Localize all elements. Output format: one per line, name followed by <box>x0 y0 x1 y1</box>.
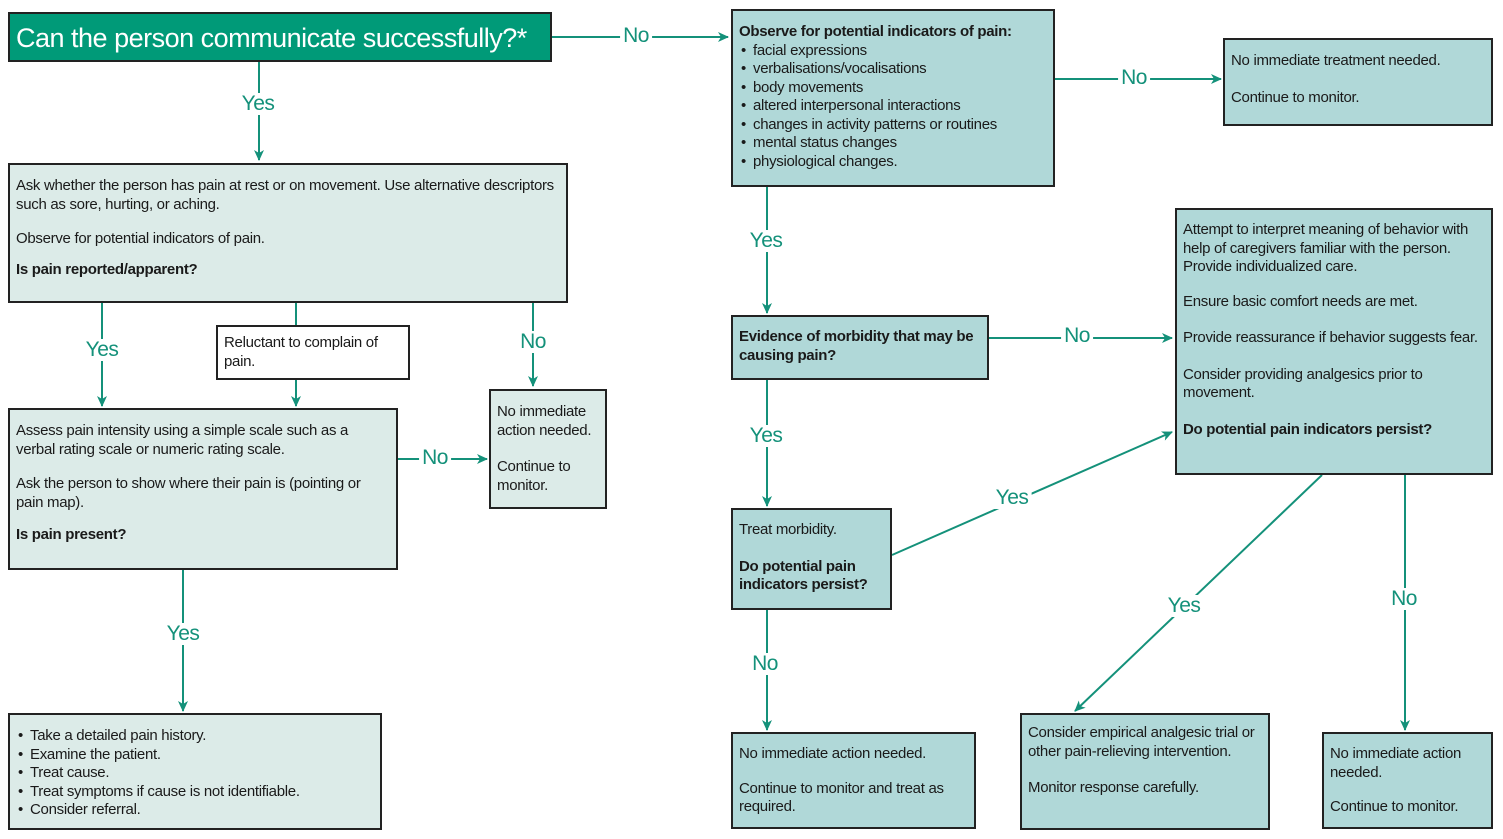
morbidity-box: Evidence of morbidity that may be causin… <box>731 315 989 380</box>
interpret-behavior-box: Attempt to interpret meaning of behavior… <box>1175 208 1493 475</box>
morbidity-question: Evidence of morbidity that may be causin… <box>739 328 974 364</box>
empirical-text-2: Monitor response carefully. <box>1028 779 1199 796</box>
interpret-text-4: Consider providing analgesics prior to m… <box>1183 365 1423 402</box>
edge-label-morbidity-yes: Yes <box>746 425 786 447</box>
ask-pain-box: Ask whether the person has pain at rest … <box>8 163 568 303</box>
edge-label-assess-yes: Yes <box>163 623 203 645</box>
interpret-text-2: Ensure basic comfort needs are met. <box>1183 292 1418 310</box>
no-action-mid-box: No immediate action needed. Continue to … <box>731 732 976 829</box>
edge-label-treat-no: No <box>749 653 781 675</box>
empirical-trial-box: Consider empirical analgesic trial or ot… <box>1020 713 1270 830</box>
no-action-left-text-2: Continue to monitor. <box>497 458 571 494</box>
start-question-box: Can the person communicate successfully?… <box>8 12 552 62</box>
assess-pain-text-2: Ask the person to show where their pain … <box>16 475 361 511</box>
observe-item: verbalisations/vocalisations <box>739 60 1047 79</box>
no-action-left-box: No immediate action needed. Continue to … <box>489 389 607 509</box>
edge-label-treat-yes: Yes <box>992 487 1032 509</box>
observe-item: facial expressions <box>739 42 1047 61</box>
ask-pain-text-1: Ask whether the person has pain at rest … <box>16 177 554 213</box>
observe-item: changes in activity patterns or routines <box>739 116 1047 135</box>
observe-item: altered interpersonal interactions <box>739 97 1047 116</box>
treat-morbidity-box: Treat morbidity. Do potential pain indic… <box>731 508 892 610</box>
no-action-right-text-1: No immediate action needed. <box>1330 745 1462 781</box>
reluctant-box: Reluctant to complain of pain. <box>216 325 410 380</box>
no-action-left-text-1: No immediate action needed. <box>497 403 592 439</box>
no-action-mid-text-2: Continue to monitor and treat as require… <box>739 779 944 816</box>
observe-item: mental status changes <box>739 134 1047 153</box>
history-item: Treat cause. <box>16 764 374 783</box>
assess-pain-text-1: Assess pain intensity using a simple sca… <box>16 422 349 458</box>
edge-label-ask-no: No <box>517 331 549 353</box>
start-question-text: Can the person communicate successfully?… <box>16 23 527 53</box>
treat-question: Do potential pain indicators persist? <box>739 557 868 594</box>
empirical-text-1: Consider empirical analgesic trial or ot… <box>1028 724 1255 760</box>
no-treatment-text-1: No immediate treatment needed. <box>1231 52 1441 69</box>
observe-heading: Observe for potential indicators of pain… <box>739 23 1012 40</box>
observe-item: physiological changes. <box>739 153 1047 172</box>
edge-label-ask-yes: Yes <box>82 339 122 361</box>
no-action-right-box: No immediate action needed. Continue to … <box>1322 732 1493 829</box>
treat-text: Treat morbidity. <box>739 521 837 538</box>
no-treatment-text-2: Continue to monitor. <box>1231 88 1360 106</box>
edge-interpret-yes <box>1074 474 1323 712</box>
history-item: Consider referral. <box>16 801 374 820</box>
reluctant-text: Reluctant to complain of pain. <box>224 334 378 370</box>
assess-pain-question: Is pain present? <box>16 526 127 543</box>
history-item: Examine the patient. <box>16 746 374 765</box>
edge-label-observe-no: No <box>1118 67 1150 89</box>
edge-label-interpret-yes: Yes <box>1164 595 1204 617</box>
ask-pain-question: Is pain reported/apparent? <box>16 260 198 278</box>
history-box: Take a detailed pain history. Examine th… <box>8 713 382 830</box>
observe-indicators-box: Observe for potential indicators of pain… <box>731 9 1055 187</box>
assess-pain-box: Assess pain intensity using a simple sca… <box>8 408 398 570</box>
no-action-mid-text-1: No immediate action needed. <box>739 745 927 762</box>
edge-label-start-no: No <box>620 25 652 47</box>
edge-label-start-yes: Yes <box>238 93 278 115</box>
history-item: Take a detailed pain history. <box>16 727 374 746</box>
no-action-right-text-2: Continue to monitor. <box>1330 798 1459 815</box>
edge-treat-yes <box>891 431 1173 556</box>
no-treatment-box: No immediate treatment needed. Continue … <box>1223 38 1493 126</box>
interpret-question: Do potential pain indicators persist? <box>1183 420 1432 438</box>
ask-pain-text-2: Observe for potential indicators of pain… <box>16 230 265 247</box>
observe-item: body movements <box>739 79 1047 98</box>
history-list: Take a detailed pain history. Examine th… <box>16 727 374 820</box>
history-item: Treat symptoms if cause is not identifia… <box>16 783 374 802</box>
interpret-text-3: Provide reassurance if behavior suggests… <box>1183 329 1478 346</box>
interpret-text-1: Attempt to interpret meaning of behavior… <box>1183 221 1468 275</box>
edge-label-interpret-no: No <box>1388 588 1420 610</box>
edge-label-morbidity-no: No <box>1061 325 1093 347</box>
edge-label-observe-yes: Yes <box>746 230 786 252</box>
edge-label-assess-no: No <box>419 447 451 469</box>
observe-list: facial expressions verbalisations/vocali… <box>739 42 1047 172</box>
